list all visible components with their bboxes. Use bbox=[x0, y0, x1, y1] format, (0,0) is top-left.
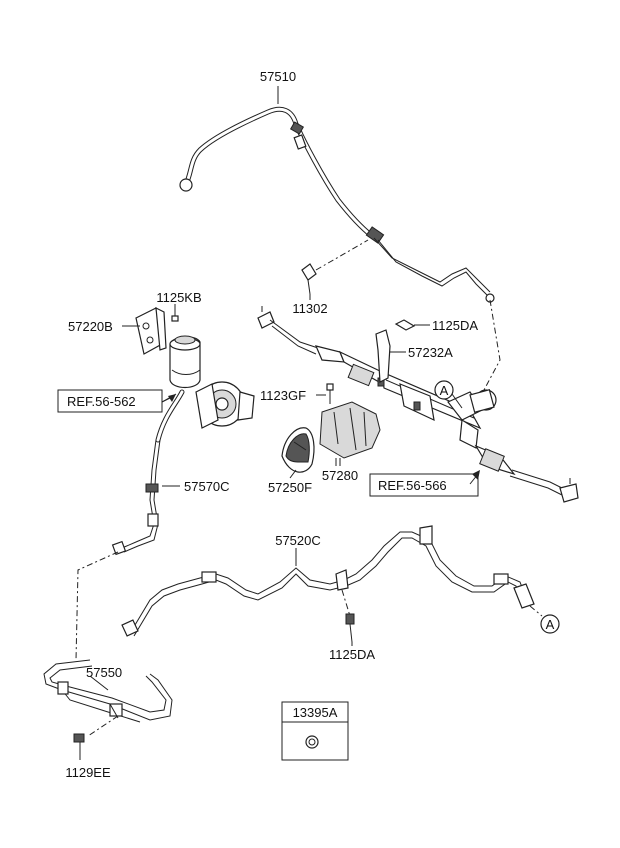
leader-hose-to-cooler bbox=[75, 551, 119, 661]
pressure-hose-57510 bbox=[179, 106, 495, 303]
marker-a-bottom-text: A bbox=[546, 617, 555, 632]
label-1123GF: 1123GF bbox=[260, 388, 306, 403]
bolt-1123GF bbox=[316, 383, 334, 404]
bolt-1125DA-top bbox=[394, 319, 430, 331]
label-ref-56-562: REF.56-562 bbox=[67, 394, 136, 409]
label-57232A: 57232A bbox=[408, 345, 453, 360]
part-box-13395A: 13395A bbox=[281, 701, 349, 761]
dust-cover-57250F bbox=[281, 427, 315, 473]
heat-protector-57280 bbox=[319, 401, 381, 466]
steering-gear-box bbox=[257, 306, 579, 503]
leader-hose-to-rack bbox=[483, 299, 501, 391]
bolt-1129EE bbox=[73, 715, 119, 760]
label-57510: 57510 bbox=[260, 69, 296, 84]
label-57250F: 57250F bbox=[268, 480, 312, 495]
cooler-57550 bbox=[43, 659, 173, 723]
ref-56-566-callout bbox=[369, 470, 480, 497]
bolt-1125DA-bottom bbox=[341, 589, 355, 643]
marker-a-top-text: A bbox=[440, 383, 449, 398]
bracket-57232A bbox=[375, 329, 404, 383]
label-57570C: 57570C bbox=[184, 479, 230, 494]
bolt-1125KB bbox=[171, 306, 179, 322]
label-13395A: 13395A bbox=[293, 705, 338, 720]
label-1125DA-top: 1125DA bbox=[432, 318, 478, 333]
label-57280: 57280 bbox=[322, 468, 358, 483]
label-57220B: 57220B bbox=[68, 319, 113, 334]
circle-marker-a-top: A bbox=[434, 380, 463, 409]
label-1125KB: 1125KB bbox=[156, 290, 201, 305]
label-ref-56-566: REF.56-566 bbox=[378, 478, 447, 493]
return-hose-57570C bbox=[111, 439, 161, 556]
label-57520C: 57520C bbox=[275, 533, 321, 548]
label-57550: 57550 bbox=[86, 665, 122, 680]
label-1129EE: 1129EE bbox=[65, 765, 111, 780]
reservoir bbox=[169, 335, 201, 389]
circle-marker-a-bottom: A bbox=[529, 605, 560, 634]
label-1125DA-bottom: 1125DA bbox=[329, 647, 375, 662]
bolt-11302 bbox=[301, 239, 369, 295]
return-tube-57520C bbox=[121, 525, 535, 637]
reservoir-bracket-57220B bbox=[135, 306, 167, 355]
label-11302: 11302 bbox=[292, 301, 327, 316]
power-steering-pump bbox=[155, 381, 255, 443]
ref-56-562-callout bbox=[57, 389, 177, 413]
leader-lines bbox=[89, 86, 406, 691]
